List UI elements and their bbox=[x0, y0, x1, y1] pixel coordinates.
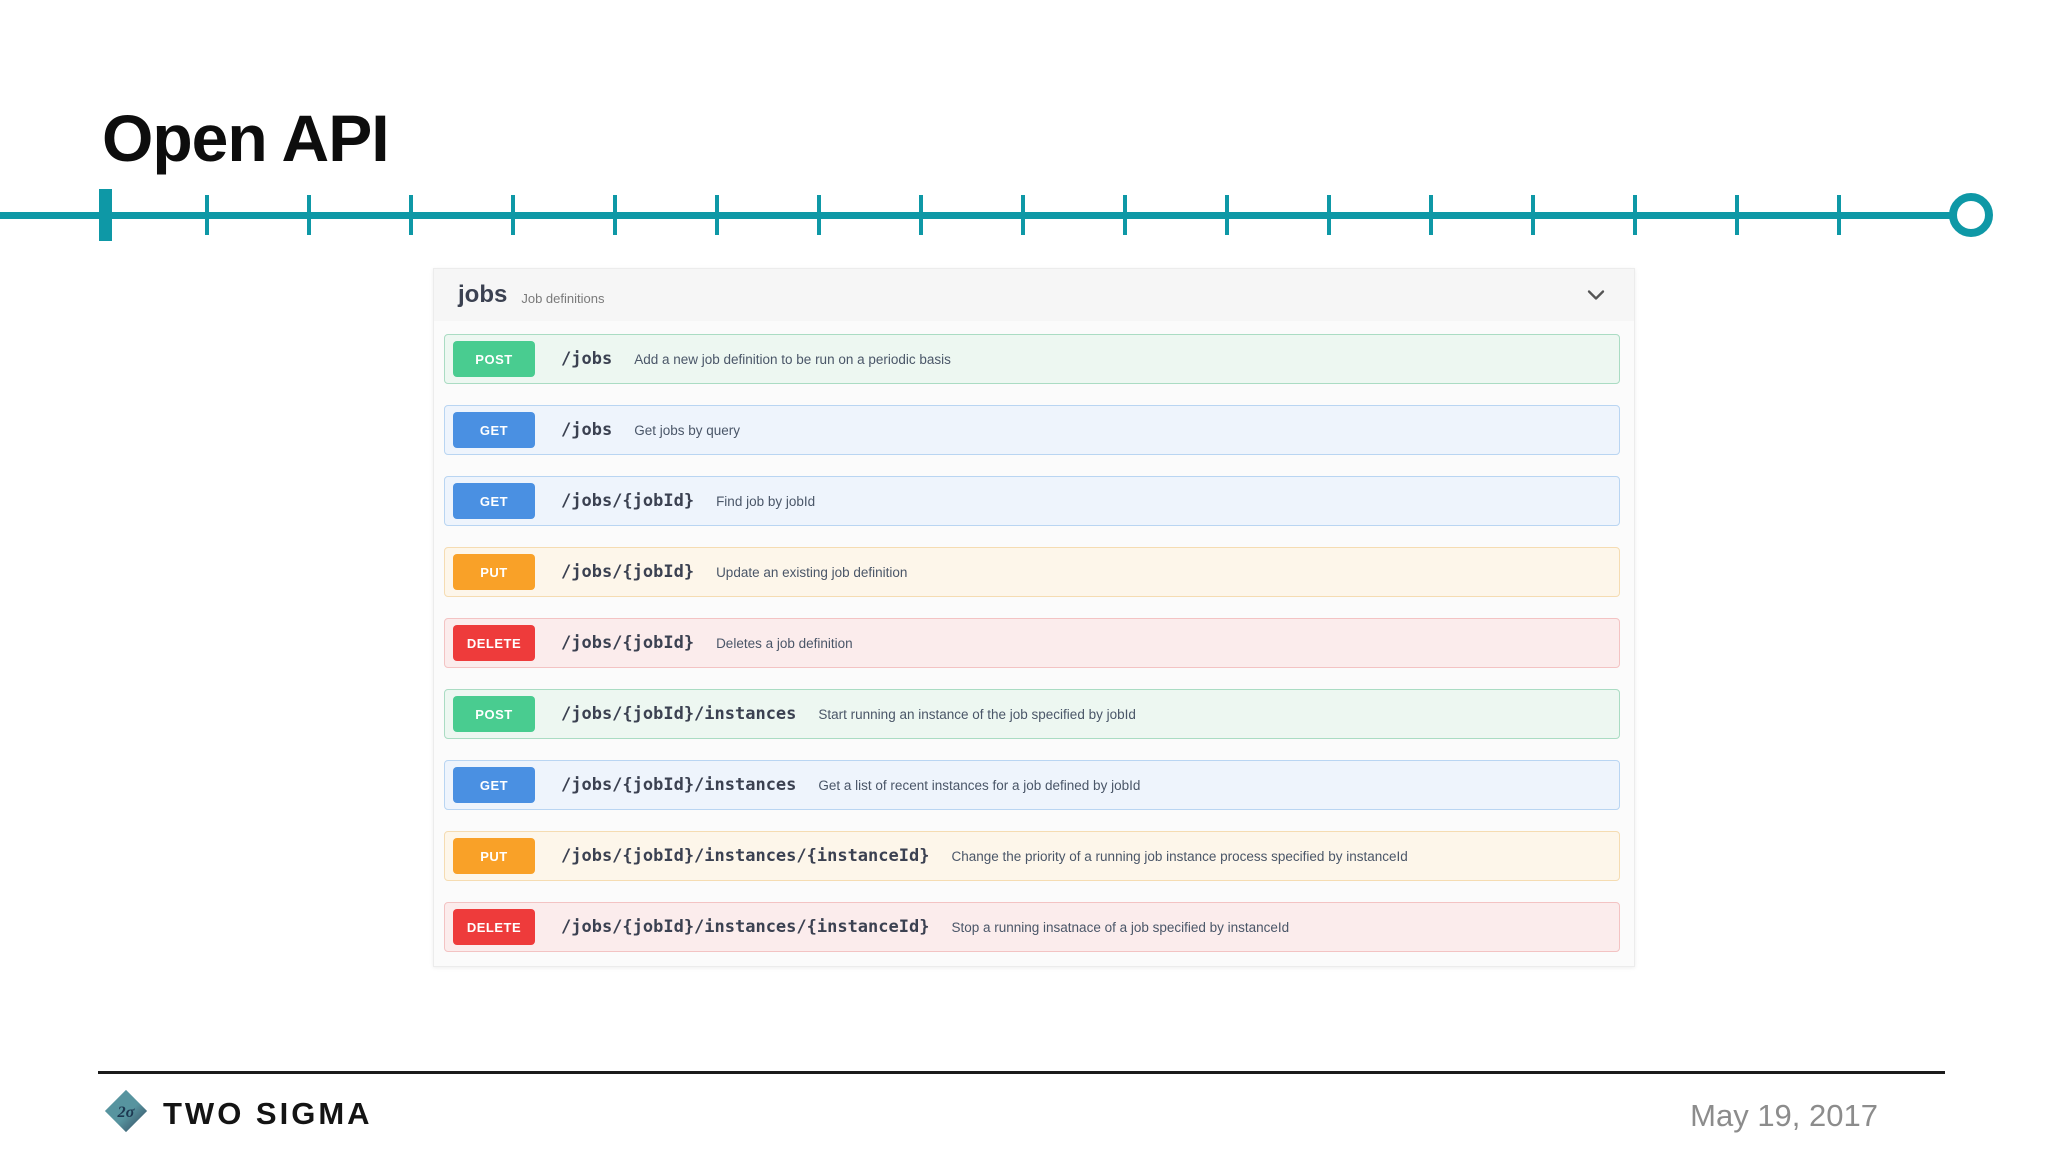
endpoint-description: Stop a running insatnace of a job specif… bbox=[951, 919, 1290, 935]
ruler-tick bbox=[817, 195, 821, 235]
method-badge: PUT bbox=[453, 838, 535, 874]
ruler-tick bbox=[99, 189, 112, 241]
endpoint-description: Add a new job definition to be run on a … bbox=[634, 351, 951, 367]
endpoint-row[interactable]: DELETE /jobs/{jobId} Deletes a job defin… bbox=[444, 618, 1620, 668]
ruler-tick bbox=[511, 195, 515, 235]
endpoint-description: Get a list of recent instances for a job… bbox=[818, 777, 1141, 793]
api-group-header[interactable]: jobs Job definitions bbox=[434, 269, 1634, 321]
brand-name: TWO SIGMA bbox=[163, 1096, 373, 1131]
endpoint-path: /jobs bbox=[561, 420, 613, 440]
endpoint-description: Change the priority of a running job ins… bbox=[951, 848, 1408, 864]
endpoint-description: Get jobs by query bbox=[634, 422, 740, 438]
ruler-line bbox=[0, 212, 1953, 219]
endpoint-path: /jobs/{jobId}/instances/{instanceId} bbox=[561, 917, 930, 937]
endpoint-description: Start running an instance of the job spe… bbox=[818, 706, 1136, 722]
method-badge: POST bbox=[453, 341, 535, 377]
ruler-tick bbox=[1327, 195, 1331, 235]
method-badge: GET bbox=[453, 483, 535, 519]
ruler-tick bbox=[409, 195, 413, 235]
endpoint-path: /jobs/{jobId} bbox=[561, 491, 695, 511]
method-badge: DELETE bbox=[453, 625, 535, 661]
method-badge: GET bbox=[453, 412, 535, 448]
timeline-ruler bbox=[0, 0, 2048, 260]
endpoint-path: /jobs/{jobId}/instances/{instanceId} bbox=[561, 846, 930, 866]
ruler-tick bbox=[1633, 195, 1637, 235]
ruler-tick bbox=[205, 195, 209, 235]
ruler-tick bbox=[1531, 195, 1535, 235]
endpoint-path: /jobs/{jobId}/instances bbox=[561, 704, 797, 724]
ruler-tick bbox=[1837, 195, 1841, 235]
endpoint-row[interactable]: POST /jobs/{jobId}/instances Start runni… bbox=[444, 689, 1620, 739]
method-badge: GET bbox=[453, 767, 535, 803]
ruler-tick bbox=[307, 195, 311, 235]
api-group-name: jobs bbox=[458, 281, 508, 308]
ruler-tick bbox=[1021, 195, 1025, 235]
endpoint-description: Update an existing job definition bbox=[716, 564, 908, 580]
method-badge: PUT bbox=[453, 554, 535, 590]
svg-text:2σ: 2σ bbox=[117, 1102, 136, 1121]
footer-divider bbox=[98, 1071, 1945, 1074]
slide-date: May 19, 2017 bbox=[1690, 1098, 1878, 1133]
endpoint-path: /jobs/{jobId} bbox=[561, 562, 695, 582]
two-sigma-logo-icon: 2σ bbox=[103, 1088, 149, 1139]
endpoint-row[interactable]: GET /jobs/{jobId} Find job by jobId bbox=[444, 476, 1620, 526]
api-group-description: Job definitions bbox=[521, 291, 605, 306]
endpoint-description: Find job by jobId bbox=[716, 493, 816, 509]
ruler-tick bbox=[919, 195, 923, 235]
ruler-end-circle bbox=[1949, 193, 1993, 237]
endpoint-row[interactable]: PUT /jobs/{jobId}/instances/{instanceId}… bbox=[444, 831, 1620, 881]
endpoint-row[interactable]: DELETE /jobs/{jobId}/instances/{instance… bbox=[444, 902, 1620, 952]
endpoint-path: /jobs/{jobId} bbox=[561, 633, 695, 653]
method-badge: POST bbox=[453, 696, 535, 732]
ruler-tick bbox=[1429, 195, 1433, 235]
api-panel: jobs Job definitions POST /jobs Add a ne… bbox=[433, 268, 1635, 967]
ruler-tick bbox=[1225, 195, 1229, 235]
endpoint-path: /jobs/{jobId}/instances bbox=[561, 775, 797, 795]
endpoint-path: /jobs bbox=[561, 349, 613, 369]
method-badge: DELETE bbox=[453, 909, 535, 945]
ruler-tick bbox=[1123, 195, 1127, 235]
endpoint-description: Deletes a job definition bbox=[716, 635, 853, 651]
page-title: Open API bbox=[102, 101, 390, 175]
endpoint-row[interactable]: PUT /jobs/{jobId} Update an existing job… bbox=[444, 547, 1620, 597]
endpoint-row[interactable]: POST /jobs Add a new job definition to b… bbox=[444, 334, 1620, 384]
ruler-tick bbox=[1735, 195, 1739, 235]
endpoint-row[interactable]: GET /jobs Get jobs by query bbox=[444, 405, 1620, 455]
ruler-tick bbox=[715, 195, 719, 235]
chevron-down-icon[interactable] bbox=[1582, 281, 1610, 309]
ruler-tick bbox=[613, 195, 617, 235]
endpoint-row[interactable]: GET /jobs/{jobId}/instances Get a list o… bbox=[444, 760, 1620, 810]
endpoint-list: POST /jobs Add a new job definition to b… bbox=[444, 334, 1620, 952]
